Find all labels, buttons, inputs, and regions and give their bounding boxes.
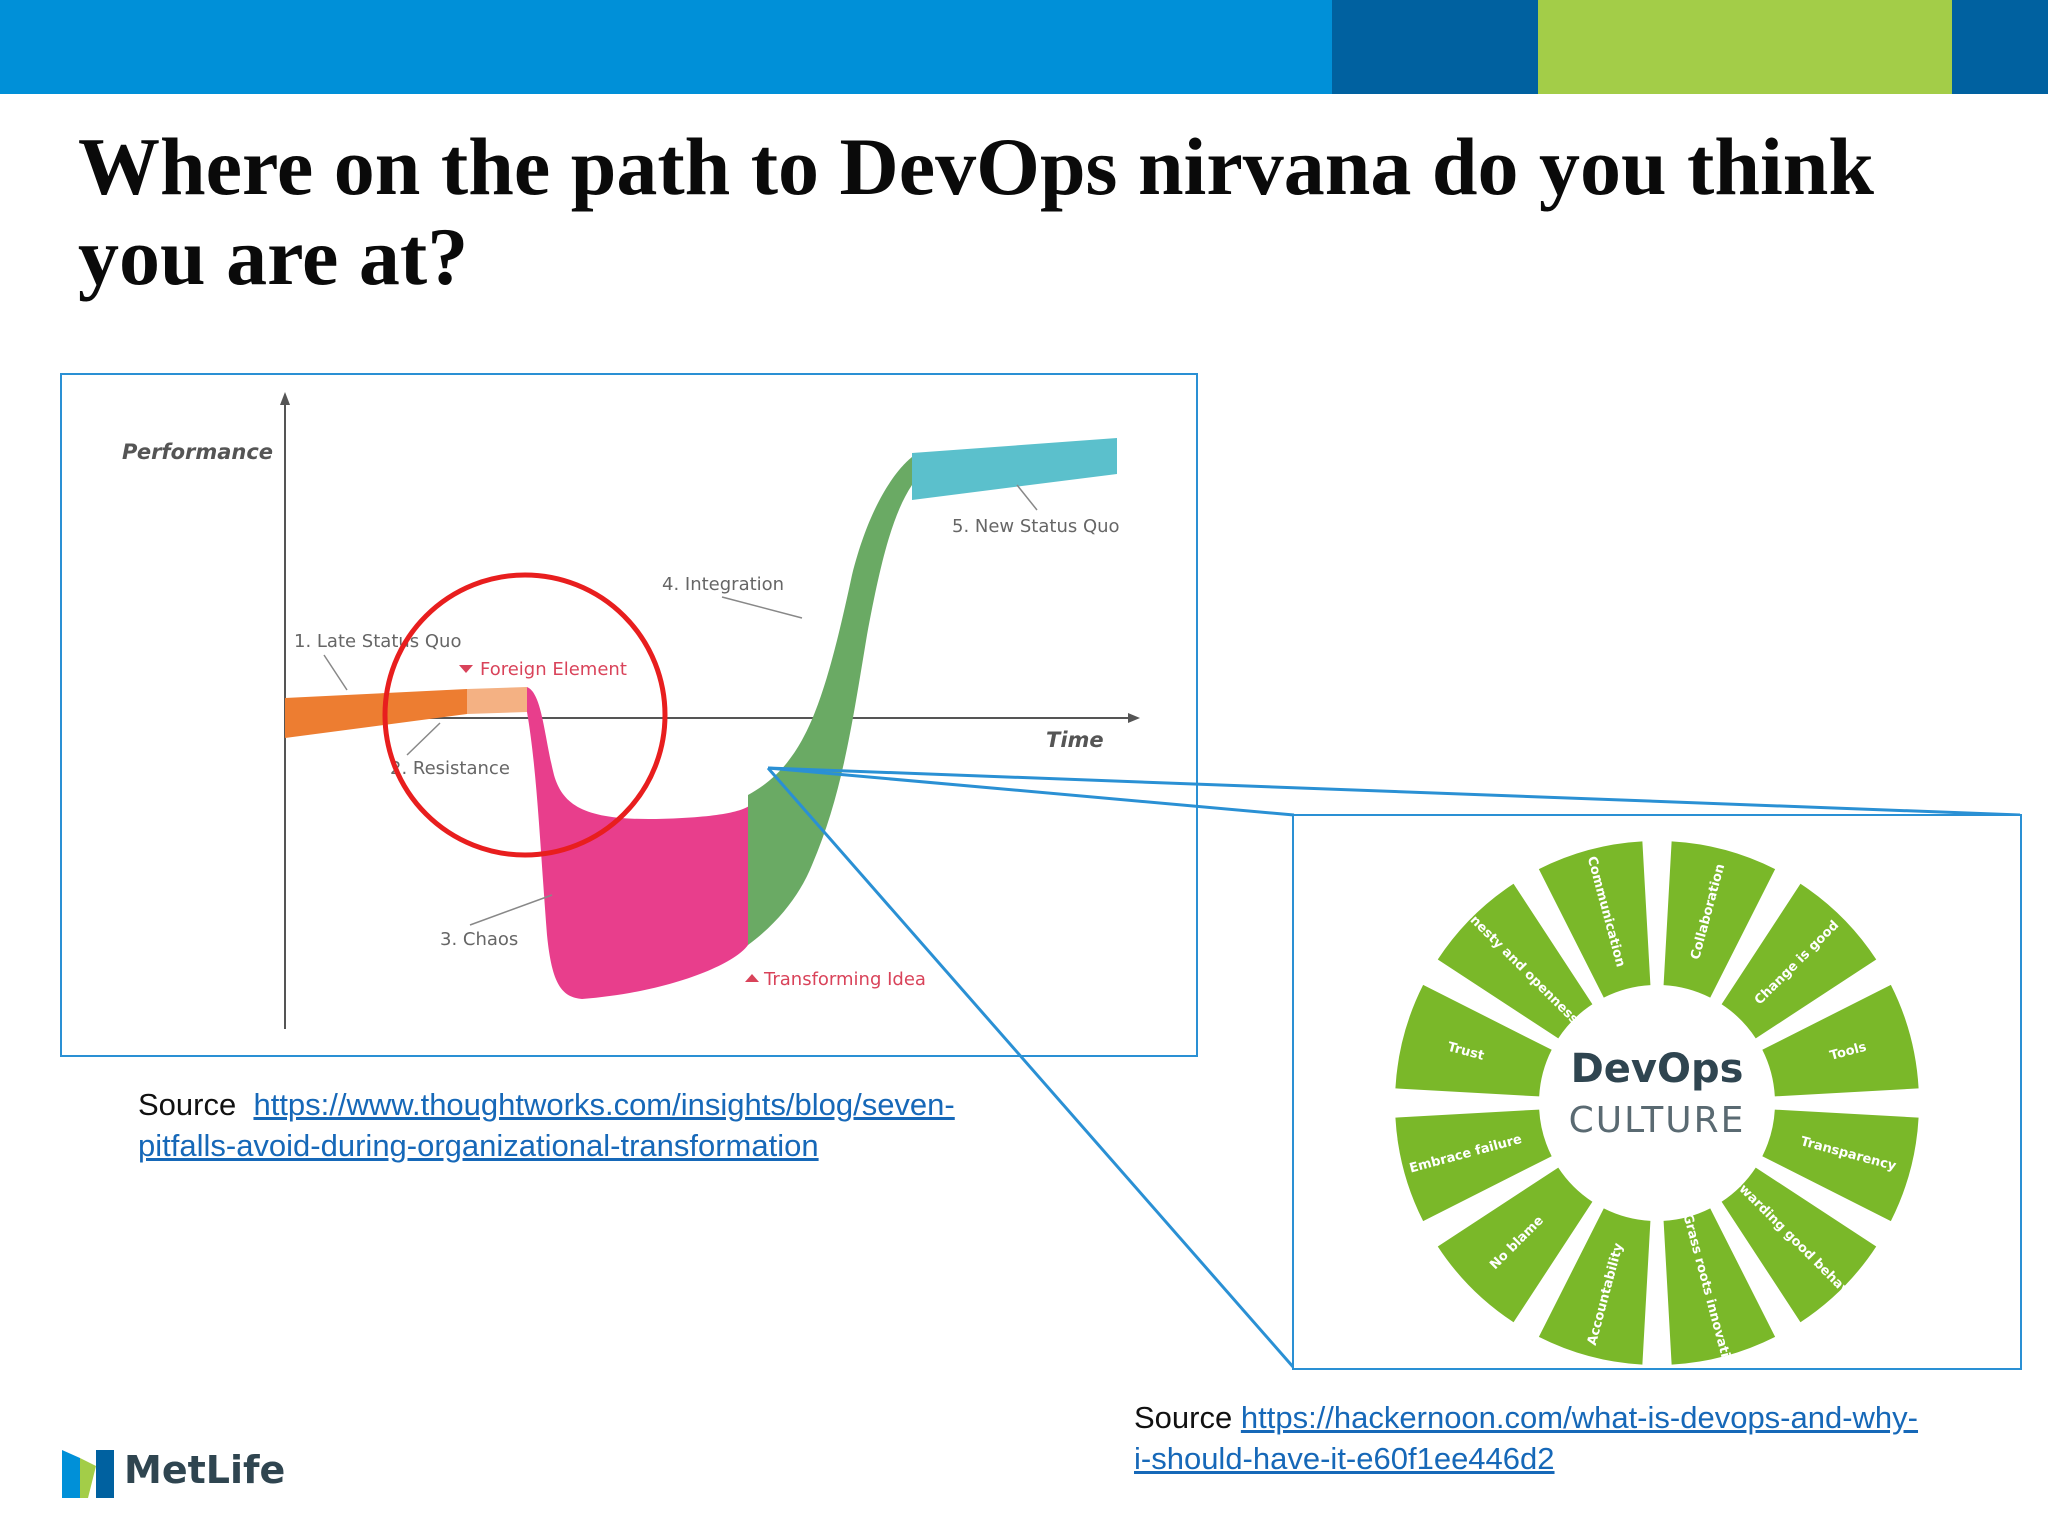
wheel-segment [1721, 1167, 1877, 1323]
stage-3-leader [469, 894, 553, 926]
source-2-link-line-1: https://hackernoon.com/what-is-devops-an… [1240, 1400, 1919, 1435]
source-2-prefix: Source [1134, 1400, 1233, 1435]
stage-label-5: 5. New Status Quo [952, 516, 1120, 537]
wheel-segment [1663, 1208, 1776, 1365]
source-1-link-line-2: pitfalls-avoid-during-organizational-tra… [138, 1128, 819, 1163]
source-1-prefix: Source [138, 1087, 237, 1122]
source-1-link[interactable]: https://www.thoughtworks.com/insights/bl… [138, 1087, 955, 1163]
highlight-circle [382, 572, 668, 858]
stage-4-leader [721, 596, 803, 619]
marker-transforming-idea: Transforming Idea [763, 969, 926, 990]
source-1: Source https://www.thoughtworks.com/insi… [138, 1084, 1058, 1166]
wheel-center-subtitle: CULTURE [1569, 1100, 1746, 1141]
stage-label-1: 1. Late Status Quo [294, 631, 461, 652]
source-2-link[interactable]: https://hackernoon.com/what-is-devops-an… [1134, 1400, 1918, 1476]
wheel-segment [1538, 841, 1651, 998]
wheel-segment [1721, 883, 1877, 1039]
top-bar-segment-green [1538, 0, 1952, 94]
change-curve-figure: Performance Time 1. Late Status Quo 2. R… [122, 392, 1140, 1029]
wheel-segment [1437, 883, 1593, 1039]
stage-label-2: 2. Resistance [390, 758, 510, 779]
stage-1-leader [323, 654, 348, 691]
wheel-segment [1663, 841, 1776, 998]
source-2: Source https://hackernoon.com/what-is-de… [1134, 1397, 2034, 1479]
band-late-status-quo [285, 689, 467, 738]
band-new-status-quo [912, 438, 1117, 500]
source-1-link-line-1: https://www.thoughtworks.com/insights/bl… [253, 1087, 955, 1122]
metlife-logo-icon [62, 1450, 114, 1498]
change-curve-image: Performance Time 1. Late Status Quo 2. R… [60, 373, 1198, 1057]
wheel-segment [1437, 1167, 1593, 1323]
metlife-logo-text: MetLife [124, 1448, 286, 1492]
stage-5-leader [1016, 484, 1038, 511]
slide-title: Where on the path to DevOps nirvana do y… [78, 121, 1874, 302]
stage-label-4: 4. Integration [662, 574, 784, 595]
x-axis-arrow [1128, 713, 1140, 723]
logo-shape-green [80, 1458, 96, 1498]
top-bar-segment-blue [0, 0, 1332, 94]
wheel-segment [1762, 984, 1919, 1097]
axis-y-label: Performance [122, 440, 273, 464]
wheel-segment [1395, 984, 1552, 1097]
logo-shape-blue [62, 1450, 80, 1498]
top-bar-segment-dark-blue-end [1952, 0, 2048, 94]
wheel-center-title: DevOps [1571, 1046, 1744, 1092]
y-axis-arrow [280, 392, 290, 405]
logo-shape-dark-blue [96, 1450, 114, 1498]
foreign-element-marker [459, 665, 473, 673]
band-chaos [527, 687, 753, 999]
marker-foreign-element: Foreign Element [480, 659, 627, 680]
wheel-segment [1395, 1109, 1552, 1222]
stage-2-leader [406, 722, 441, 756]
wheel-segments [1395, 841, 1919, 1365]
transforming-idea-marker [745, 974, 759, 982]
top-color-bar [0, 0, 2048, 94]
band-resistance [467, 687, 527, 714]
axis-x-label: Time [1046, 728, 1104, 752]
top-bar-segment-dark-blue [1332, 0, 1538, 94]
source-2-link-line-2: i-should-have-it-e60f1ee446d2 [1134, 1441, 1555, 1476]
wheel-segment [1762, 1109, 1919, 1222]
stage-label-3: 3. Chaos [440, 929, 518, 950]
band-integration [748, 435, 970, 945]
wheel-segment [1538, 1208, 1651, 1365]
